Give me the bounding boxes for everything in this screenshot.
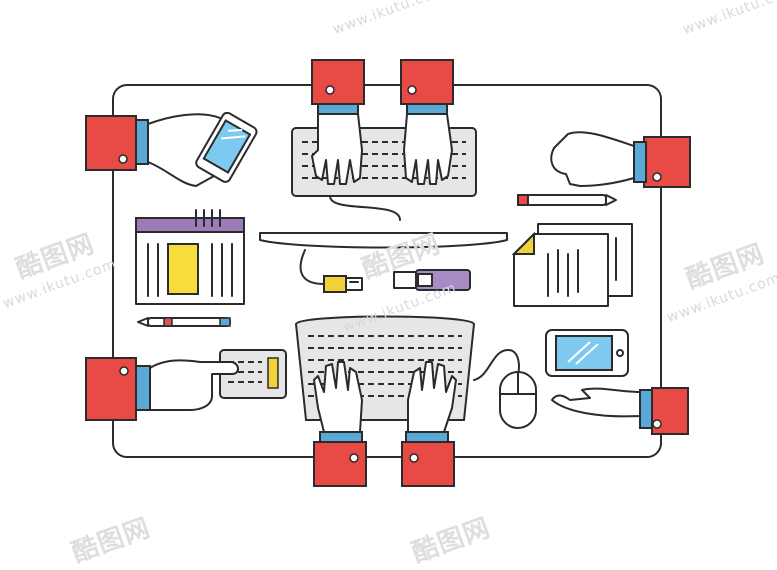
mouse-icon (499, 371, 537, 429)
table-outline (112, 84, 662, 458)
usb-flash-drive-icon (393, 269, 471, 291)
usb-cable-icon (299, 249, 363, 293)
documents-icon (511, 223, 633, 307)
laptop-typing-icon (294, 315, 476, 487)
pointing-hand-tablet-icon (85, 349, 287, 421)
teamwork-illustration: .o { stroke:#2b2b2b; stroke-width:2; fil… (85, 59, 691, 487)
mouse-cable (473, 349, 520, 381)
pen-icon (137, 317, 231, 327)
hand-holding-phone-landscape-icon (545, 329, 689, 435)
keyboard-cable (329, 195, 401, 221)
typing-hands-keyboard-icon (291, 59, 477, 197)
hand-holding-phone-icon (85, 111, 258, 187)
hand-holding-pencil-icon (517, 131, 691, 206)
monitor-stand-icon (259, 232, 508, 249)
calendar-icon (135, 209, 245, 305)
